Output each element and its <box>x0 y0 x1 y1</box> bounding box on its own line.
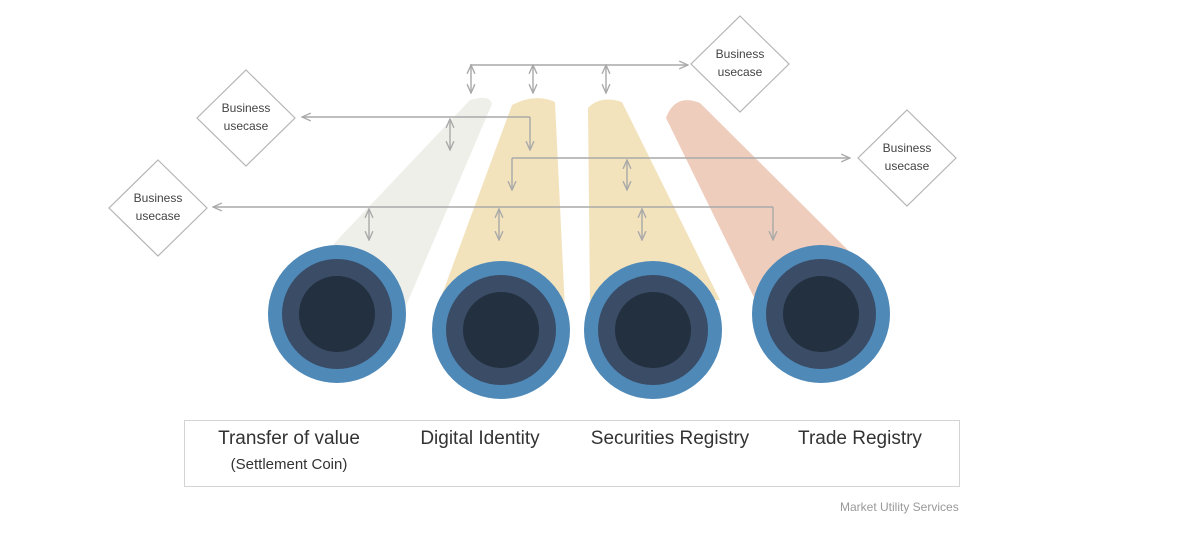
beam-digital-identity <box>440 98 565 311</box>
diamond-line1: Business <box>222 101 271 115</box>
beam-securities-registry <box>588 99 720 305</box>
label-text: Digital Identity <box>420 428 540 449</box>
pipe-digital-identity <box>432 261 570 399</box>
label-transfer-of-value: Transfer of value (Settlement Coin) <box>206 428 372 473</box>
diamond-usecase-top-left: Business usecase <box>196 69 296 167</box>
diamond-usecase-left: Business usecase <box>108 159 208 257</box>
pipe-transfer-of-value <box>268 245 406 383</box>
label-trade-registry: Trade Registry <box>785 428 935 450</box>
services-caption-box <box>184 420 960 487</box>
diamond-line2: usecase <box>885 159 930 173</box>
pipe-securities-registry <box>584 261 722 399</box>
diamond-usecase-top-right: Business usecase <box>690 15 790 113</box>
diamond-line1: Business <box>883 141 932 155</box>
diamond-line1: Business <box>716 47 765 61</box>
diamond-line1: Business <box>134 191 183 205</box>
diamond-line2: usecase <box>136 209 181 223</box>
pipe-trade-registry <box>752 245 890 383</box>
label-text: Transfer of value <box>218 428 360 449</box>
footer-caption: Market Utility Services <box>840 500 959 514</box>
label-text: Securities Registry <box>590 428 750 449</box>
label-subtext: (Settlement Coin) <box>230 456 348 473</box>
label-digital-identity: Digital Identity <box>400 428 560 450</box>
diamond-line2: usecase <box>718 65 763 79</box>
diamond-line2: usecase <box>224 119 269 133</box>
diamond-usecase-right: Business usecase <box>857 109 957 207</box>
label-securities-registry: Securities Registry <box>585 428 755 450</box>
label-text: Trade Registry <box>798 428 922 449</box>
